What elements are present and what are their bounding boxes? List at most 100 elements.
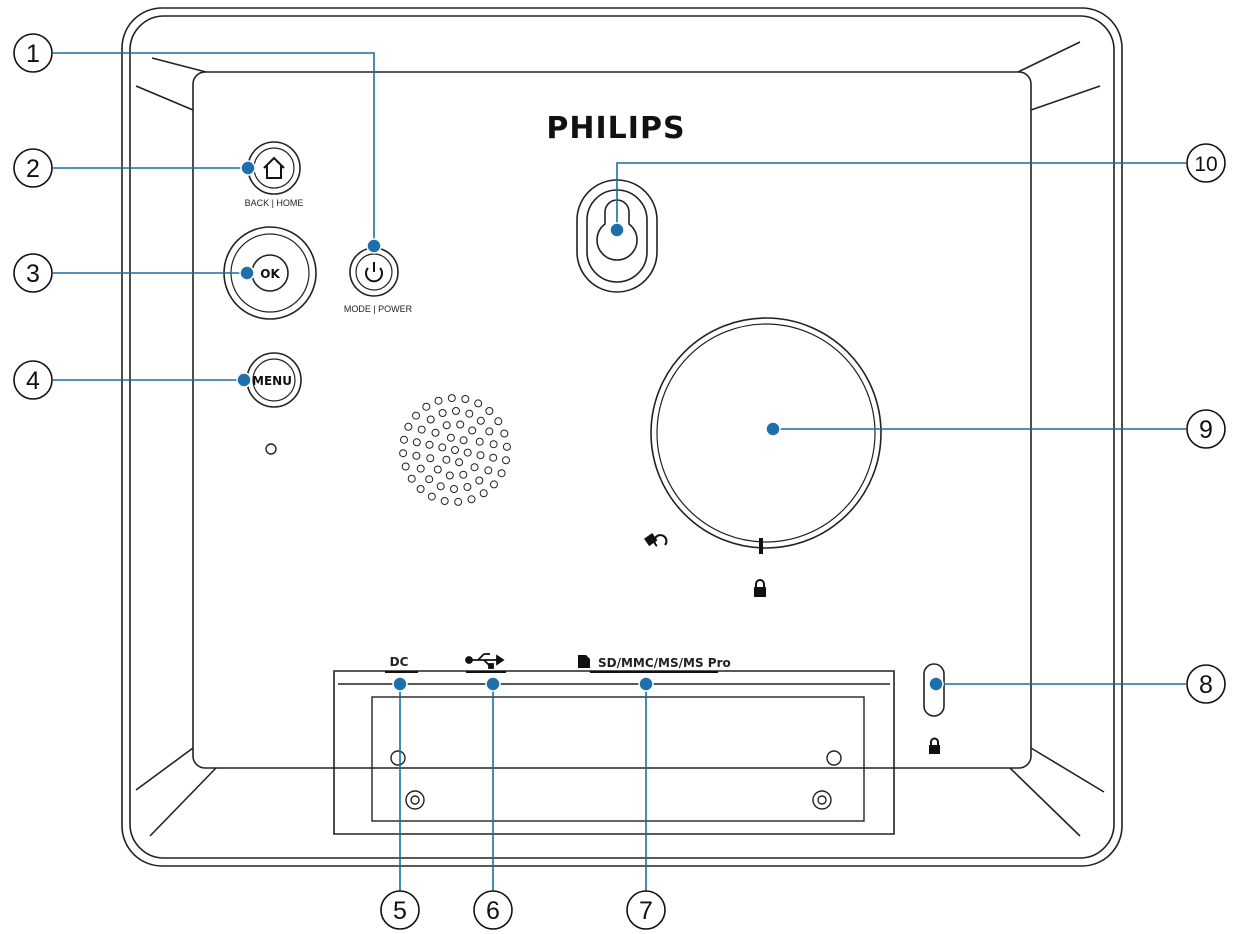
power-icon	[365, 262, 383, 283]
speaker-hole	[475, 476, 484, 485]
panel-screws	[390, 750, 842, 810]
mode-power-label: MODE | POWER	[344, 304, 413, 314]
speaker-hole	[417, 425, 426, 434]
speaker-hole	[450, 485, 458, 493]
callout-2: 2	[13, 148, 53, 188]
speaker-hole	[446, 433, 455, 442]
ok-navigation-pad[interactable]	[223, 226, 317, 320]
speaker-hole	[479, 489, 488, 498]
speaker-hole	[497, 469, 506, 478]
speaker-hole	[426, 454, 435, 463]
speaker-hole	[465, 409, 474, 418]
unlock-icon	[644, 533, 668, 547]
callout-10: 10	[1186, 143, 1226, 183]
speaker-hole	[484, 466, 493, 475]
speaker-hole	[485, 427, 494, 436]
speaker-hole	[452, 407, 460, 415]
mode-power-button[interactable]	[349, 247, 399, 297]
speaker-hole	[401, 462, 410, 471]
callout-1-number: 1	[26, 40, 40, 68]
callout-5-number: 5	[393, 897, 407, 925]
speaker-hole	[407, 474, 416, 483]
home-icon	[263, 156, 285, 179]
speaker-hole	[412, 451, 421, 460]
speaker-hole	[425, 475, 434, 484]
callout-9: 9	[1186, 409, 1226, 449]
speaker-hole	[502, 442, 511, 451]
callout-3-number: 3	[26, 260, 40, 288]
speaker-hole	[455, 458, 464, 467]
kensington-lock-icon	[929, 737, 940, 754]
speaker-hole	[445, 471, 454, 480]
callout-5: 5	[380, 890, 420, 930]
speaker-hole	[431, 428, 440, 437]
callout-4: 4	[13, 360, 53, 400]
callout-7-number: 7	[639, 897, 653, 925]
speaker-hole	[422, 402, 431, 411]
callout-4-number: 4	[26, 367, 40, 395]
speaker-hole	[463, 448, 472, 457]
speaker-hole	[438, 443, 447, 452]
lock-icon	[754, 579, 766, 597]
speaker-hole	[489, 453, 498, 462]
dc-port-label: DC	[390, 655, 409, 669]
indicator-led	[265, 443, 277, 455]
callout-9-number: 9	[1199, 416, 1213, 444]
speaker-hole	[459, 470, 468, 479]
brand-logo: PHILIPS	[546, 111, 685, 146]
speaker-hole	[468, 426, 477, 435]
callout-1: 1	[13, 33, 53, 73]
speaker-hole	[470, 463, 479, 472]
speaker-grille	[399, 394, 511, 506]
callout-8-number: 8	[1199, 671, 1213, 699]
speaker-hole	[447, 394, 456, 403]
menu-button[interactable]	[246, 352, 302, 408]
speaker-hole	[474, 399, 483, 408]
ok-label: OK	[260, 267, 280, 281]
menu-label: MENU	[252, 374, 292, 388]
speaker-hole	[459, 436, 468, 445]
usb-icon	[465, 653, 505, 669]
port-panel	[333, 670, 895, 835]
back-home-button[interactable]	[247, 141, 301, 195]
speaker-hole	[438, 409, 447, 417]
speaker-hole	[412, 438, 421, 447]
speaker-hole	[467, 495, 476, 504]
speaker-hole	[485, 407, 494, 415]
speaker-hole	[412, 411, 420, 420]
callout-10-number: 10	[1194, 153, 1217, 176]
callout-8: 8	[1186, 664, 1226, 704]
callout-2-number: 2	[26, 155, 40, 183]
speaker-hole	[440, 497, 449, 505]
speaker-hole	[500, 429, 509, 438]
speaker-hole	[404, 422, 413, 431]
leader-lines	[53, 52, 1186, 895]
card-slot-label: SD/MMC/MS/MS Pro	[598, 656, 731, 670]
speaker-hole	[434, 396, 443, 405]
callout-dots	[236, 160, 944, 692]
speaker-hole	[426, 415, 435, 424]
speaker-hole	[427, 492, 436, 501]
speaker-hole	[399, 449, 408, 458]
speaker-hole	[489, 440, 498, 449]
rotating-stand-disk[interactable]	[650, 317, 882, 549]
speaker-hole	[433, 465, 442, 474]
speaker-hole	[490, 480, 498, 489]
speaker-hole	[451, 446, 459, 454]
sd-card-icon	[578, 655, 590, 668]
speaker-hole	[476, 451, 485, 460]
speaker-hole	[454, 497, 463, 506]
back-home-label: BACK | HOME	[245, 198, 304, 208]
speaker-hole	[461, 395, 470, 403]
speaker-hole	[436, 482, 445, 491]
callout-6: 6	[473, 890, 513, 930]
speaker-hole	[416, 485, 425, 493]
speaker-hole	[494, 417, 503, 426]
speaker-hole	[463, 483, 472, 491]
speaker-hole	[442, 421, 451, 430]
callout-7: 7	[626, 890, 666, 930]
speaker-hole	[442, 455, 451, 464]
speaker-hole	[475, 437, 484, 446]
speaker-hole	[400, 435, 408, 444]
